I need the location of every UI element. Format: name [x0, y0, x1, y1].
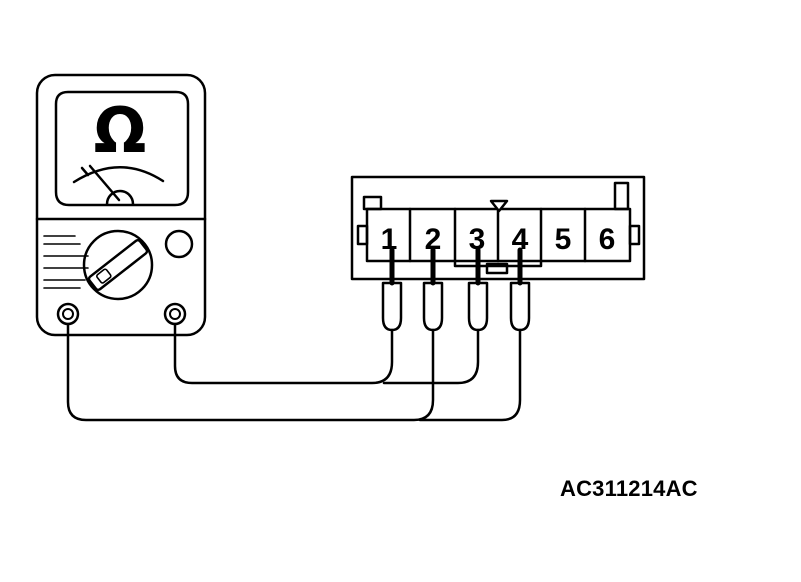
pin-label-6: 6	[599, 223, 616, 256]
pin-cell-dividers	[408, 207, 587, 263]
connector-right-tab	[613, 181, 630, 211]
meter-case	[35, 73, 207, 337]
connector-right-lock	[628, 224, 641, 246]
pin-label-3: 3	[469, 223, 486, 256]
needle-pivot	[105, 189, 135, 206]
meter-terminal-left[interactable]	[56, 302, 80, 326]
ohmmeter: Ω	[35, 73, 207, 337]
meter-needle	[88, 164, 121, 202]
range-selector-knob[interactable]	[82, 229, 154, 301]
connector-bottom-latch	[453, 259, 543, 268]
figure-code: AC311214AC	[560, 476, 698, 501]
connector-housing	[350, 175, 646, 281]
pin-label-4: 4	[512, 223, 529, 256]
zero-adjust-knob[interactable]	[164, 229, 194, 259]
meter-display	[54, 90, 190, 207]
lead-left-to-pin-2	[66, 322, 435, 422]
connector-left-lock	[356, 224, 369, 246]
connector-latch-clip	[485, 262, 509, 275]
dial-scale-marks	[43, 235, 89, 289]
meter-terminal-right[interactable]	[163, 302, 187, 326]
pin-label-2: 2	[425, 223, 442, 256]
connector-left-tab	[362, 195, 383, 211]
meter-scale-arc	[72, 166, 165, 184]
pin-label-5: 5	[555, 223, 572, 256]
connector: 1 2 3 4 5 6	[350, 175, 646, 281]
connector-key-triangle	[489, 199, 509, 213]
scale-tick	[80, 166, 90, 177]
lead-right-to-pin-3	[382, 328, 480, 385]
lead-right-to-pin-1	[173, 322, 394, 385]
ohm-symbol: Ω	[94, 94, 147, 167]
pin-label-1: 1	[381, 223, 398, 256]
lead-left-to-pin-4	[418, 328, 522, 422]
